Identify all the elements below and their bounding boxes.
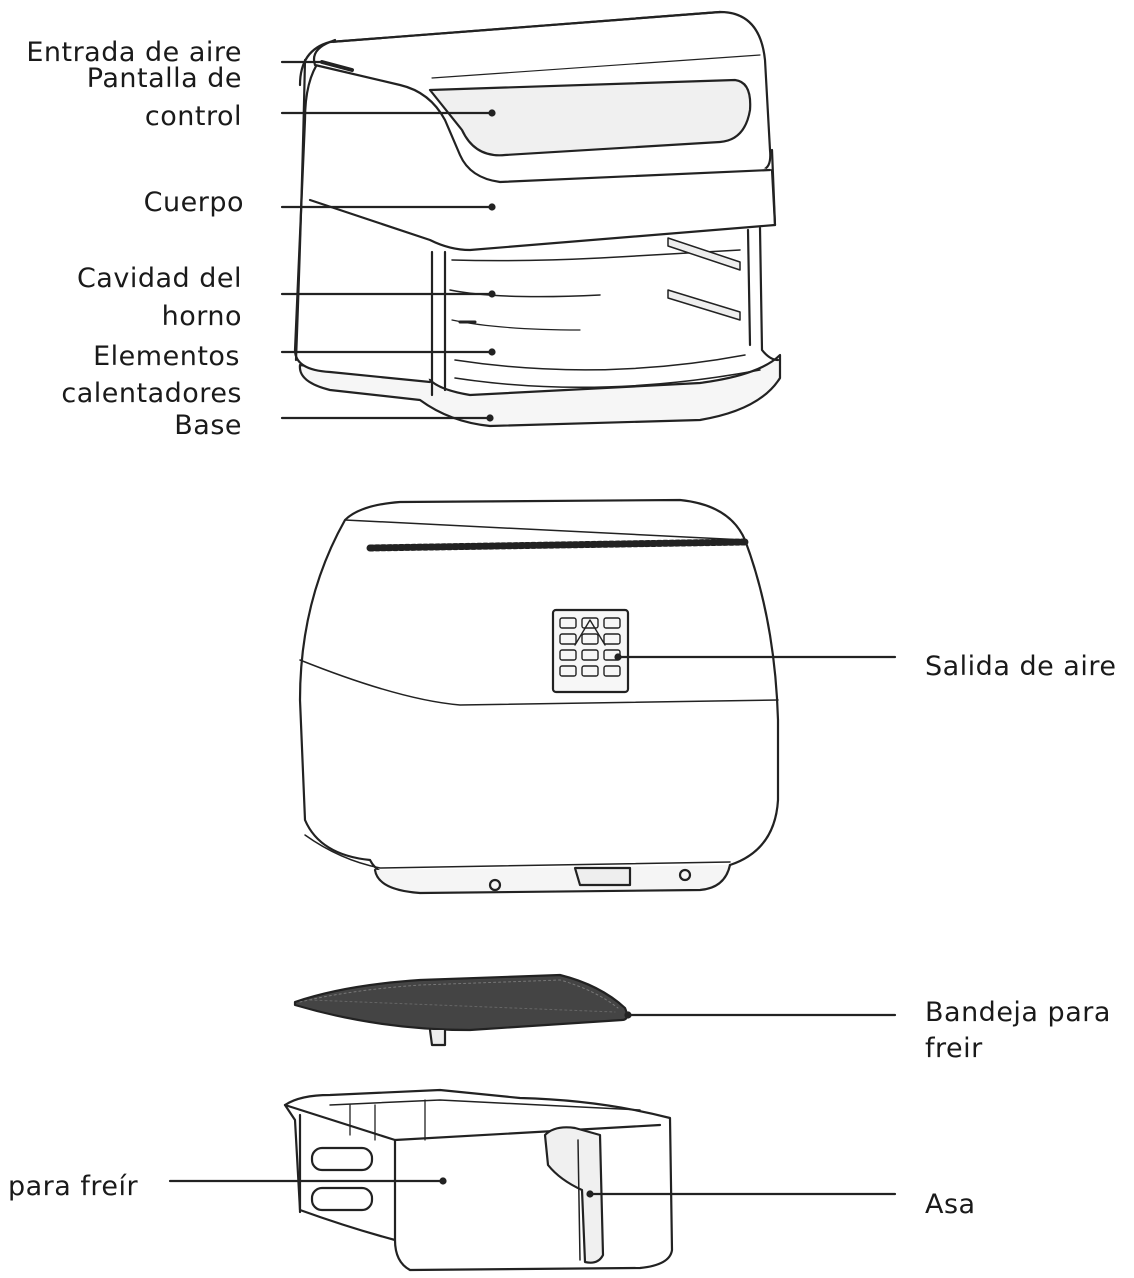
label-frying-tray-line2: freir bbox=[925, 1033, 983, 1064]
label-base: Base bbox=[174, 410, 242, 441]
air-fryer-back-illustration bbox=[298, 498, 780, 895]
label-air-inlet: Entrada de aire bbox=[26, 37, 242, 68]
label-frying-tray-line1: Bandeja para bbox=[925, 997, 1111, 1028]
label-body: Cuerpo bbox=[143, 187, 244, 218]
label-control-panel-line1: Pantalla de bbox=[86, 63, 242, 94]
label-air-outlet: Salida de aire bbox=[925, 651, 1117, 682]
label-heating-elements-line1: Elementos bbox=[93, 341, 240, 372]
label-control-panel-line2: control bbox=[144, 101, 242, 132]
label-oven-cavity-line1: Cavidad del bbox=[76, 263, 242, 294]
air-fryer-front-illustration bbox=[293, 10, 782, 428]
label-handle: Asa bbox=[925, 1189, 976, 1220]
label-frying-basket: para freír bbox=[8, 1171, 139, 1202]
label-heating-elements-line2: calentadores bbox=[61, 378, 242, 409]
frying-tray-illustration bbox=[293, 973, 629, 1047]
frying-basket-illustration bbox=[283, 1088, 674, 1272]
label-oven-cavity-line2: horno bbox=[161, 301, 242, 332]
